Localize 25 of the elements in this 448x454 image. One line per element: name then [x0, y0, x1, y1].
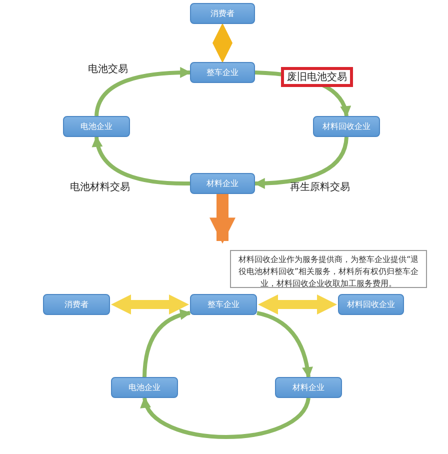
- arrow: [256, 310, 313, 378]
- process-box: 材料企业: [275, 377, 342, 398]
- edge-label: 电池交易: [88, 62, 128, 76]
- arrow: [94, 67, 192, 116]
- process-box: 电池企业: [63, 116, 130, 137]
- edge-label: 电池材料交易: [70, 180, 130, 194]
- arrow: [212, 23, 232, 63]
- process-box: 整车企业: [190, 62, 255, 83]
- arrow: [142, 310, 192, 378]
- process-box: 材料企业: [190, 173, 255, 194]
- arrow: [111, 294, 189, 314]
- transition-arrow: [210, 194, 236, 244]
- process-box: 材料回收企业: [338, 294, 404, 315]
- edge-label: 再生原料交易: [290, 180, 350, 194]
- process-box: 整车企业: [190, 294, 257, 315]
- process-box: 消费者: [190, 3, 255, 24]
- arrow: [258, 294, 337, 314]
- note-box: 材料回收企业作为服务提供商，为整车企业提供“退役电池材料回收”相关服务，材料所有权仍归整车企业，材料回收企业收取加工服务费用。: [230, 250, 427, 288]
- process-box: 材料回收企业: [313, 116, 380, 137]
- arrow: [92, 136, 190, 186]
- process-box: 电池企业: [111, 377, 178, 398]
- process-box: 消费者: [43, 294, 110, 315]
- highlighted-edge-label: 废旧电池交易: [281, 67, 353, 87]
- arrow: [142, 396, 310, 439]
- arrow: [254, 136, 348, 189]
